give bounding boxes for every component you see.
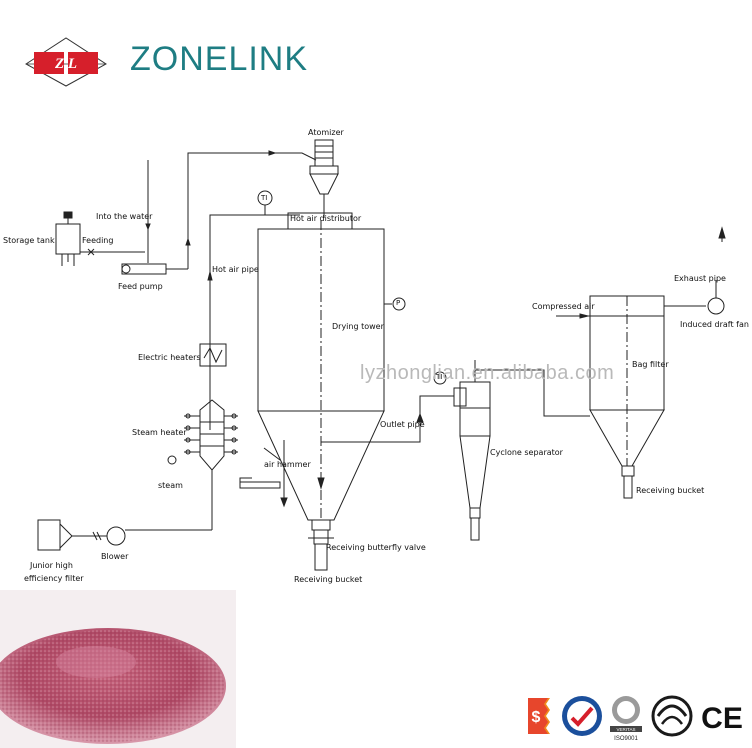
label-drying-tower: Drying tower bbox=[332, 322, 384, 331]
ce-mark-icon: CE bbox=[701, 702, 743, 735]
zonelink-logo-icon: Z L bbox=[25, 37, 107, 87]
label-receiving-butterfly-valve: Receiving butterfly valve bbox=[326, 543, 426, 552]
label-ti: TI bbox=[261, 194, 268, 202]
induced-draft-fan bbox=[664, 226, 726, 315]
label-bag-filter: Bag filter bbox=[632, 360, 669, 369]
dollar-badge-icon: $ bbox=[528, 698, 550, 734]
certification-logos: $ VERITAS ISO9001 CE bbox=[528, 695, 743, 742]
label-junior-filter-line1: Junior high bbox=[30, 561, 73, 570]
ti-cyclone-gauge bbox=[433, 371, 447, 385]
label-hot-air-pipe: Hot air pipe bbox=[212, 265, 259, 274]
veritas-iso-icon: VERITAS ISO9001 bbox=[610, 696, 642, 742]
hot-air-pipe bbox=[207, 214, 300, 430]
label-exhaust-pipe: Exhaust pipe bbox=[674, 274, 726, 283]
label-hot-air-distributor: Hot air distributor bbox=[290, 214, 362, 223]
feed-pump bbox=[121, 150, 317, 275]
storage-tank bbox=[55, 211, 81, 266]
feeding-line bbox=[80, 160, 151, 263]
label-ti-cyclone: TI bbox=[436, 373, 443, 381]
header: Z L ZONELINK bbox=[0, 0, 752, 100]
label-induced-draft-fan: Induced draft fan bbox=[680, 320, 749, 329]
label-storage-tank: Storage tank bbox=[3, 236, 55, 245]
ti-gauge bbox=[257, 190, 273, 215]
pressure-gauge bbox=[384, 297, 406, 311]
label-receiving-bucket-right: Receiving bucket bbox=[636, 486, 705, 495]
electric-heater bbox=[199, 343, 227, 367]
label-steam: steam bbox=[158, 481, 183, 490]
blower bbox=[88, 526, 212, 546]
steam-heater bbox=[167, 399, 238, 530]
label-atomizer: Atomizer bbox=[308, 128, 344, 137]
label-receiving-bucket-bottom: Receiving bucket bbox=[294, 575, 363, 584]
process-flow-diagram bbox=[37, 139, 726, 571]
air-hammer bbox=[239, 440, 288, 508]
svg-text:VERITAS: VERITAS bbox=[617, 727, 636, 732]
atomizer bbox=[309, 139, 339, 218]
product-granules-image bbox=[0, 590, 236, 748]
label-cyclone-separator: Cyclone separator bbox=[490, 448, 563, 457]
label-into-the-water: Into the water bbox=[96, 212, 153, 221]
quality-seal-icon bbox=[562, 696, 602, 736]
label-air-hammer: air hammer bbox=[264, 460, 311, 469]
label-blower: Blower bbox=[101, 552, 129, 561]
svg-text:$: $ bbox=[532, 709, 541, 726]
globe-cert-icon bbox=[651, 695, 693, 737]
label-p: P bbox=[396, 299, 401, 307]
bag-filter bbox=[556, 295, 665, 499]
label-electric-heaters: Electric heaters bbox=[138, 353, 201, 362]
label-outlet-pipe: Outlet pipe bbox=[380, 420, 425, 429]
label-junior-filter-line2: efficiency filter bbox=[24, 574, 84, 583]
svg-text:ISO9001: ISO9001 bbox=[614, 736, 638, 742]
brand-name: ZONELINK bbox=[130, 40, 309, 78]
watermark: lyzhonglian.en.alibaba.com bbox=[360, 362, 615, 384]
junior-filter bbox=[37, 519, 88, 551]
label-feeding: Feeding bbox=[82, 236, 114, 245]
cyclone-separator bbox=[453, 360, 590, 541]
label-compressed-air: Compressed air bbox=[532, 302, 595, 311]
logo-text: Z L bbox=[54, 56, 77, 72]
drying-tower bbox=[257, 220, 385, 571]
outlet-pipe bbox=[321, 395, 454, 443]
label-feed-pump: Feed pump bbox=[118, 282, 163, 291]
label-steam-heater: Steam heater bbox=[132, 428, 187, 437]
